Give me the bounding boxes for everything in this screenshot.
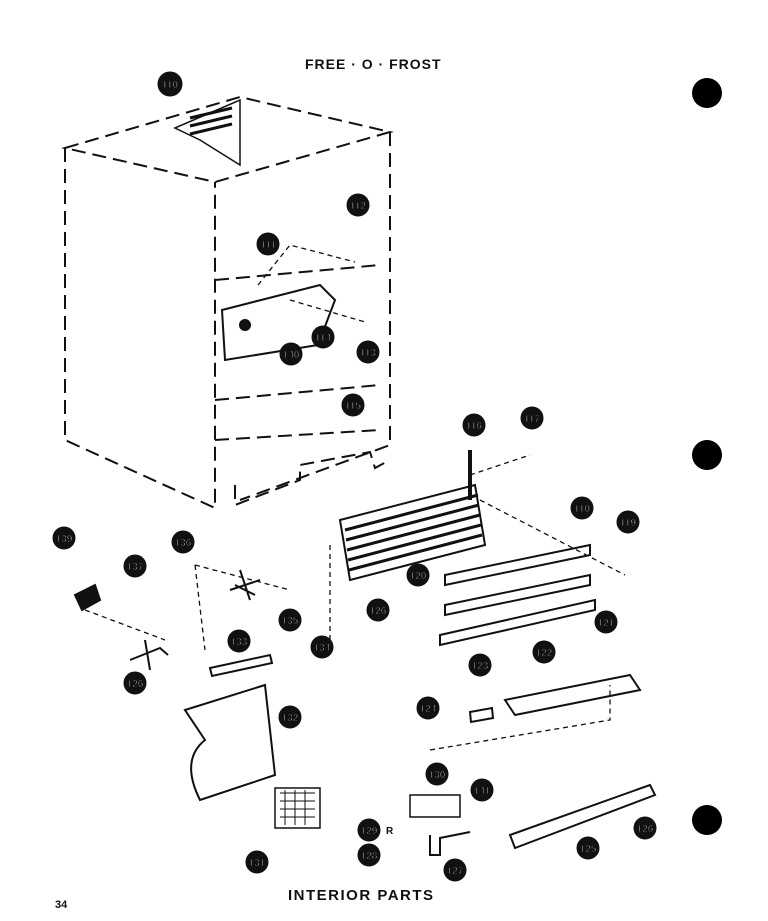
callout-110: 110 xyxy=(162,80,179,91)
callout-121: 121 xyxy=(598,618,615,629)
strip-124 xyxy=(468,706,495,724)
callout-116: 116 xyxy=(466,421,483,432)
callout-124: 124 xyxy=(420,704,437,715)
clip-127 xyxy=(429,831,471,856)
callout-112: 112 xyxy=(350,201,367,212)
page-number: 34 xyxy=(55,899,68,911)
evaporator-coil xyxy=(338,450,487,582)
callout-126: 126 xyxy=(127,679,144,690)
callout-132: 132 xyxy=(282,713,299,724)
motor-fan-137 xyxy=(129,639,169,671)
callout-128: 128 xyxy=(361,851,378,862)
callout-117: 117 xyxy=(524,414,541,425)
callout-129: 129 xyxy=(361,826,378,837)
callout-127: 127 xyxy=(447,866,464,877)
thermostat-139 xyxy=(73,583,102,612)
callout-126: 126 xyxy=(637,824,654,835)
callout-135: 135 xyxy=(282,616,299,627)
support-bracket xyxy=(508,783,657,850)
panel-114 xyxy=(220,283,337,362)
callout-134: 134 xyxy=(314,643,331,654)
callout-140: 140 xyxy=(283,350,300,361)
callout-113: 113 xyxy=(360,348,377,359)
callout-118: 110 xyxy=(574,504,591,515)
callout-139: 139 xyxy=(56,534,73,545)
deflector-133 xyxy=(208,653,274,678)
callout-111: 111 xyxy=(260,240,276,251)
callout-137: 137 xyxy=(127,562,144,573)
air-duct-cover xyxy=(183,683,277,802)
vent-grille-110 xyxy=(173,98,241,167)
cabinet-outline xyxy=(61,95,394,510)
callout-125: 125 xyxy=(580,844,597,855)
grille-131 xyxy=(274,787,321,829)
binder-hole-middle xyxy=(692,440,722,470)
callout-122: 122 xyxy=(536,648,553,659)
callout-131: 131 xyxy=(249,858,266,869)
callout-115: 115 xyxy=(345,401,362,412)
callout-126: 126 xyxy=(370,606,387,617)
callout-133: 133 xyxy=(231,637,248,648)
section-title: INTERIOR PARTS xyxy=(288,887,435,904)
heater-rods xyxy=(439,543,596,647)
callout-136: 136 xyxy=(175,538,192,549)
callout-119: 119 xyxy=(620,518,637,529)
part-129-symbol: R xyxy=(386,826,394,837)
fan-blade-135 xyxy=(229,569,261,601)
callout-120: 120 xyxy=(410,571,427,582)
drain-block-141 xyxy=(409,794,461,818)
callout-114: 114 xyxy=(315,333,332,344)
callout-130: 130 xyxy=(429,770,446,781)
binder-hole-top xyxy=(692,78,722,108)
drip-tray xyxy=(503,673,642,717)
callout-123: 123 xyxy=(472,661,489,672)
callout-141: 141 xyxy=(474,786,491,797)
binder-hole-bottom xyxy=(692,805,722,835)
diagram-title: FREE · O · FROST xyxy=(305,56,442,72)
